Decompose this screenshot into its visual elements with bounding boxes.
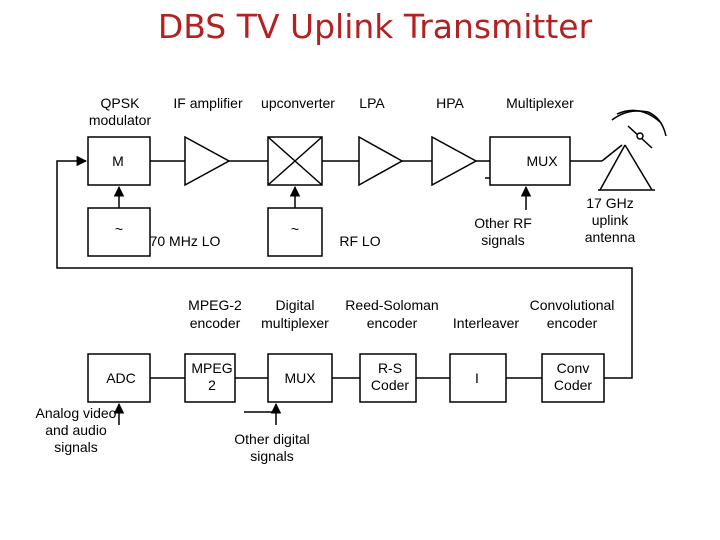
upconverter-cross-b <box>267 136 323 186</box>
mpeg2-encoder-label-line1: MPEG-2 <box>188 297 242 313</box>
bottom-mux-box <box>267 353 333 403</box>
top-mux-box <box>489 136 571 186</box>
interleaver-symbol: I <box>475 370 479 386</box>
if-amplifier-label: IF amplifier <box>173 95 243 111</box>
rf-lo-label: RF LO <box>339 233 380 249</box>
rf-lo-box <box>267 207 323 257</box>
other-digital-label-line1: Other digital <box>234 431 309 447</box>
mpeg2-encoder-label-line2: encoder <box>190 315 241 331</box>
lo-70mhz-label: 70 MHz LO <box>150 233 221 249</box>
other-digital-label-line2: signals <box>250 448 294 464</box>
other-rf-label-line1: Other RF <box>474 215 532 231</box>
qpsk-label-line1: QPSK <box>101 95 141 111</box>
lo-70mhz-symbol: ~ <box>115 221 123 237</box>
analog-label-line1: Analog video <box>36 405 117 421</box>
antenna-dish <box>611 110 667 137</box>
if-amplifier-triangle <box>184 135 231 187</box>
mpeg2-box-line1: MPEG <box>191 360 232 376</box>
adc-symbol: ADC <box>106 370 136 386</box>
rs-encoder-label-line1: Reed-Soloman <box>345 297 438 313</box>
antenna-label-line3: antenna <box>585 229 636 245</box>
diagram-title: DBS TV Uplink Transmitter <box>158 7 593 46</box>
conv-coder-box <box>541 353 605 403</box>
bottom-mux-symbol: MUX <box>284 370 316 386</box>
qpsk-label-line2: modulator <box>89 112 152 128</box>
analog-label-line3: signals <box>54 439 98 455</box>
antenna-dish-inner <box>616 109 661 123</box>
antenna-leg-left <box>599 144 626 191</box>
analog-label-line2: and audio <box>45 422 107 438</box>
hpa-triangle <box>431 135 478 187</box>
hpa-label: HPA <box>436 95 464 111</box>
rs-coder-line1: R-S <box>378 360 402 376</box>
uplink-antenna <box>598 109 667 191</box>
conv-coder-line1: Conv <box>557 360 590 376</box>
lpa-triangle <box>358 135 404 187</box>
digital-mux-label-line1: Digital <box>276 297 315 313</box>
rs-coder-box <box>359 353 417 403</box>
mpeg2-box-line2: 2 <box>208 377 216 393</box>
modulator-symbol: M <box>112 153 124 169</box>
other-rf-label-line2: signals <box>481 232 525 248</box>
modulator-box <box>87 136 151 186</box>
lpa-label: LPA <box>359 95 385 111</box>
lo-70mhz-box <box>87 207 151 257</box>
mpeg2-box <box>184 353 236 403</box>
conv-encoder-label-line1: Convolutional <box>530 297 615 313</box>
interleaver-box <box>449 353 507 403</box>
antenna-feed-line <box>601 144 623 162</box>
rs-coder-line2: Coder <box>371 377 409 393</box>
upconverter-label: upconverter <box>261 95 335 111</box>
multiplexer-label: Multiplexer <box>506 95 574 111</box>
antenna-leg-right <box>624 144 653 191</box>
top-mux-symbol: MUX <box>526 153 558 169</box>
conv-coder-line2: Coder <box>554 377 592 393</box>
antenna-label-line1: 17 GHz <box>586 195 633 211</box>
coded-stream-return-line <box>56 155 633 379</box>
antenna-feed-horn <box>636 132 644 140</box>
interleaver-label: Interleaver <box>453 315 519 331</box>
antenna-label-line2: uplink <box>592 212 630 228</box>
rf-lo-symbol: ~ <box>291 221 299 237</box>
rs-encoder-label-line2: encoder <box>367 315 418 331</box>
adc-box <box>87 353 151 403</box>
conv-encoder-label-line2: encoder <box>547 315 598 331</box>
digital-mux-label-line2: multiplexer <box>261 315 329 331</box>
